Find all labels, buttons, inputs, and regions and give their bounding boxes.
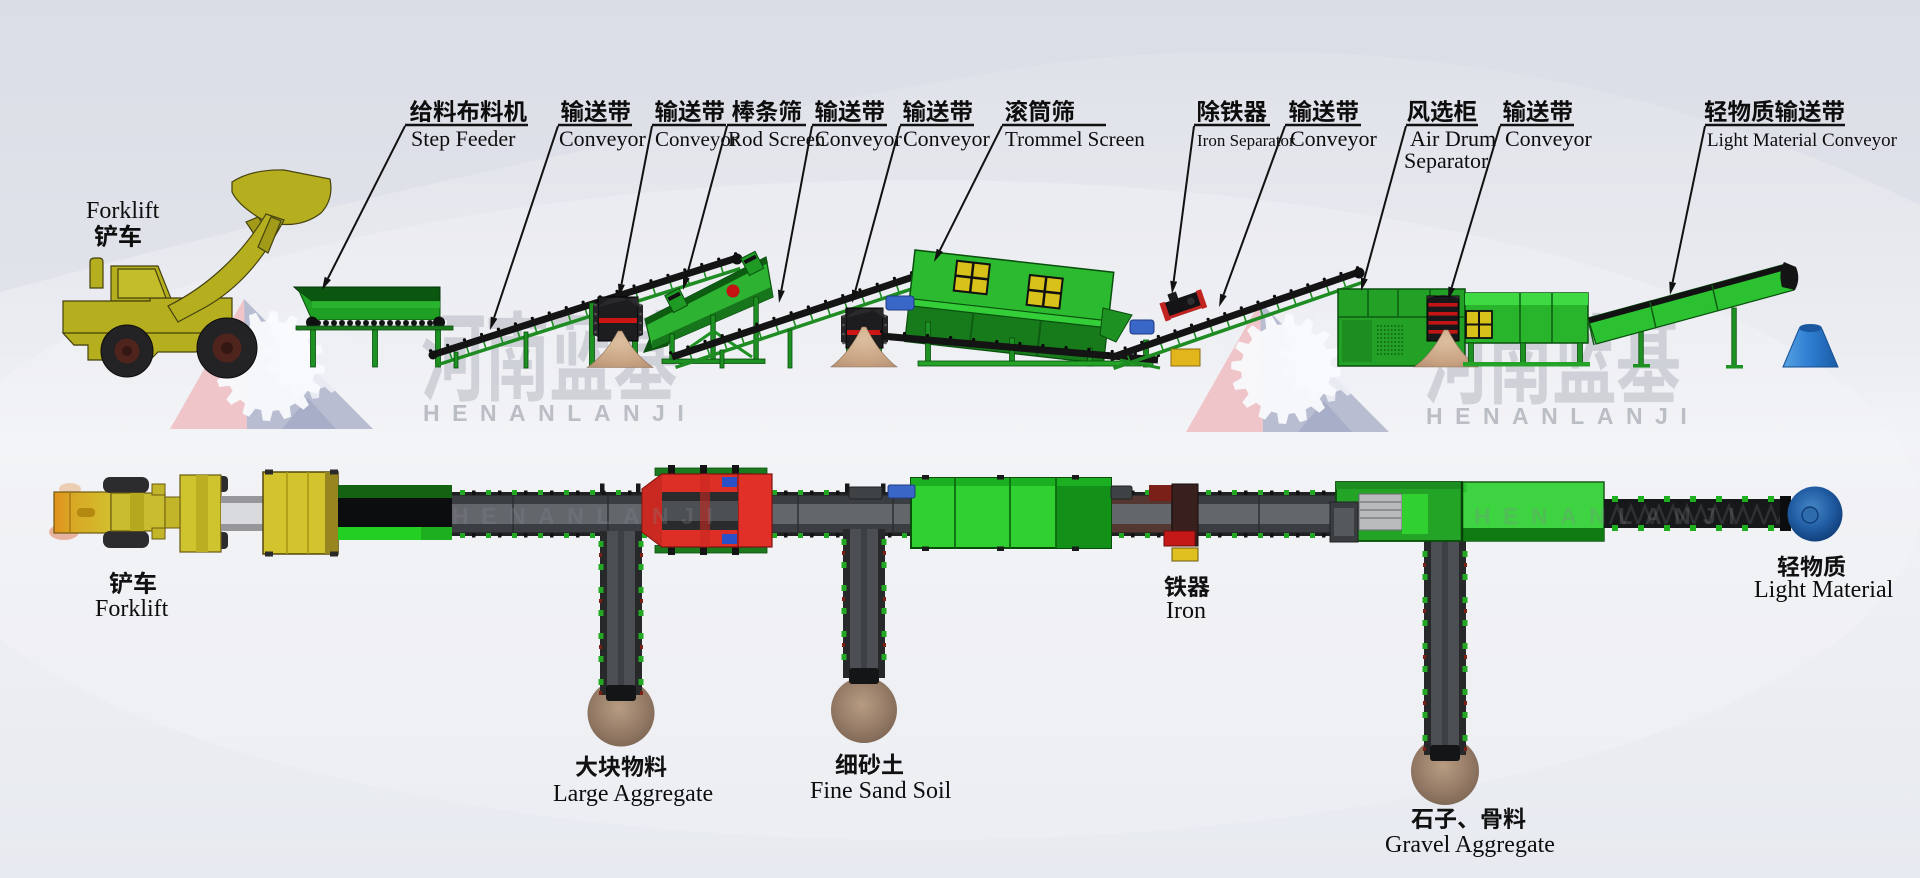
svg-text:Gravel Aggregate: Gravel Aggregate [1385, 832, 1555, 858]
svg-text:Iron: Iron [1166, 598, 1206, 624]
svg-text:Conveyor: Conveyor [903, 126, 990, 151]
svg-text:Conveyor: Conveyor [1505, 126, 1592, 151]
svg-text:Conveyor: Conveyor [559, 126, 646, 151]
svg-text:Fine Sand Soil: Fine Sand Soil [810, 778, 952, 804]
svg-text:Air Drum: Air Drum [1410, 126, 1496, 151]
svg-text:Light Material: Light Material [1754, 577, 1894, 603]
svg-text:Conveyor: Conveyor [815, 126, 902, 151]
svg-text:Forklift: Forklift [95, 596, 169, 622]
svg-text:Large Aggregate: Large Aggregate [553, 781, 713, 807]
svg-text:HENANLANJI: HENANLANJI [423, 400, 696, 426]
svg-text:Separator: Separator [1404, 148, 1489, 173]
svg-text:HENANLANJI: HENANLANJI [1474, 503, 1747, 529]
svg-text:Trommel Screen: Trommel Screen [1005, 127, 1145, 151]
svg-text:Step Feeder: Step Feeder [411, 126, 516, 151]
svg-text:Conveyor: Conveyor [1290, 126, 1377, 151]
svg-text:HENANLANJI: HENANLANJI [452, 503, 725, 529]
svg-text:Light Material Conveyor: Light Material Conveyor [1707, 130, 1898, 151]
svg-text:Forklift: Forklift [86, 198, 160, 224]
svg-text:HENANLANJI: HENANLANJI [1426, 403, 1699, 429]
svg-text:Iron Separator: Iron Separator [1197, 131, 1295, 150]
